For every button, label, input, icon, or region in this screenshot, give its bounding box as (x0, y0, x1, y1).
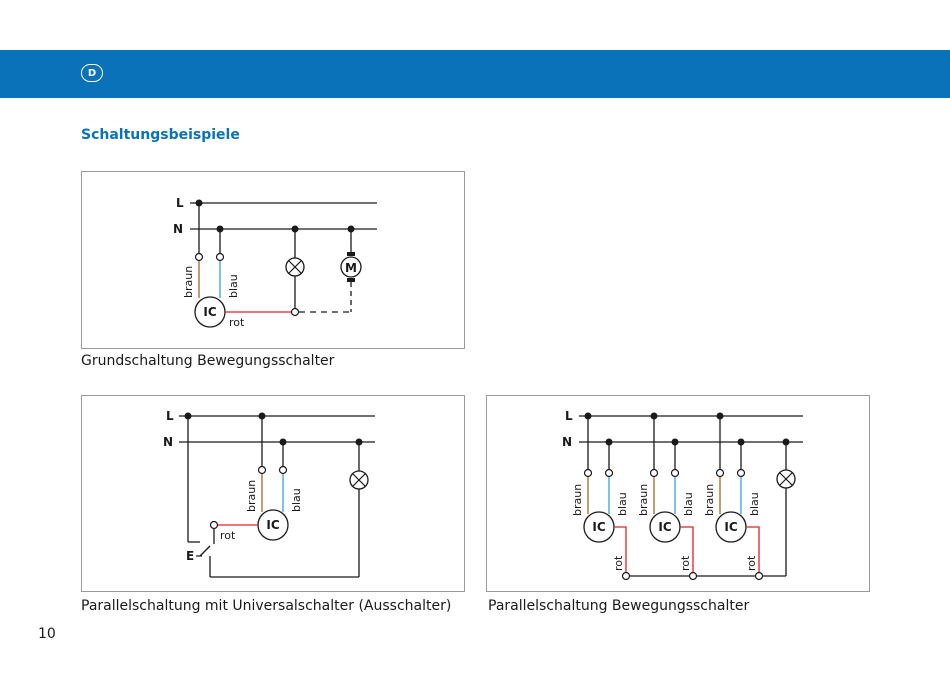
line-l-label: L (565, 409, 573, 423)
wire-blue-label: blau (616, 492, 629, 516)
terminal-circle (290, 307, 300, 317)
terminal-circle (215, 252, 225, 262)
section-title: Schaltungsbeispiele (81, 127, 240, 143)
sensor-unit-1: braun blau IC rot (571, 416, 631, 581)
wire-red-label: rot (612, 555, 625, 571)
diagram-parallel-sensors: L N braun blau IC rot (486, 395, 870, 592)
line-n-label: N (562, 435, 572, 449)
wire-brown-label: braun (245, 480, 258, 512)
diagram-parallel-switch: L N braun blau IC rot E (81, 395, 465, 592)
diagram-basic-circuit-svg: L N braun blau IC rot M (173, 196, 377, 329)
wire-red-label: rot (745, 555, 758, 571)
wire-red-label: rot (229, 316, 245, 329)
diagram-parallel-switch-svg: L N braun blau IC rot E (163, 409, 375, 578)
line-l-label: L (176, 196, 184, 210)
wire-brown-label: braun (637, 484, 650, 516)
ic-label: IC (658, 520, 671, 534)
sensor-unit-2: braun blau IC rot (637, 416, 698, 581)
caption-parallel-sensors: Parallelschaltung Bewegungsschalter (488, 598, 750, 614)
line-l-label: L (166, 409, 174, 423)
wire-red-label: rot (679, 555, 692, 571)
caption-basic-circuit: Grundschaltung Bewegungsschalter (81, 353, 335, 369)
wire-blue-label: blau (748, 492, 761, 516)
sensor-unit-3: braun blau IC rot (703, 416, 764, 581)
ic-label: IC (724, 520, 737, 534)
line-n-label: N (173, 222, 183, 236)
diagram-parallel-sensors-svg: L N braun blau IC rot (562, 409, 803, 581)
switch-label: E (186, 549, 194, 563)
switch-icon (199, 545, 211, 557)
header-banner (0, 50, 950, 98)
caption-parallel-switch: Parallelschaltung mit Universalschalter … (81, 598, 452, 614)
language-badge: D (81, 64, 103, 82)
ic-label: IC (266, 518, 279, 532)
wire-brown-label: braun (571, 484, 584, 516)
motor-label: M (345, 261, 357, 275)
wire-blue-label: blau (290, 488, 303, 512)
diagram-basic-circuit: L N braun blau IC rot M (81, 171, 465, 349)
ic-label: IC (203, 305, 216, 319)
wire-red-label: rot (220, 529, 236, 542)
wire-brown-label: braun (182, 266, 195, 298)
terminal-circle (194, 252, 204, 262)
page-number: 10 (38, 626, 56, 642)
line-n-label: N (163, 435, 173, 449)
ic-label: IC (592, 520, 605, 534)
wire-brown-label: braun (703, 484, 716, 516)
wire-blue-label: blau (227, 274, 240, 298)
wire-blue-label: blau (682, 492, 695, 516)
motor-icon (340, 256, 362, 278)
